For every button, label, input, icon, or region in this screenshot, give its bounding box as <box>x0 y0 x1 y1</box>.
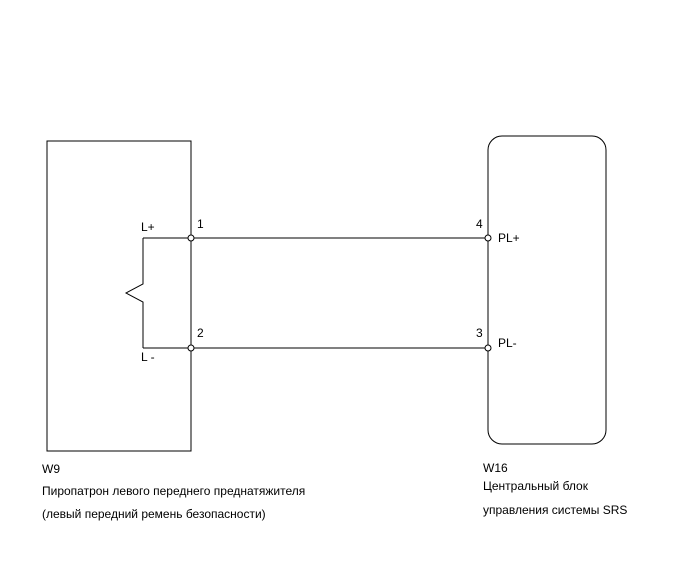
pin-number-2: 2 <box>197 326 204 340</box>
right-component-id: W16 <box>483 461 508 475</box>
right-pin-top-label: PL+ <box>498 231 520 245</box>
pin-2-connector <box>187 344 195 352</box>
pin-4-connector <box>484 234 492 242</box>
left-component-box <box>46 140 192 452</box>
pin-3-connector <box>484 344 492 352</box>
right-component-name-line1: Центральный блок <box>483 479 588 493</box>
right-pin-bottom-label: PL- <box>498 336 517 350</box>
right-component-box <box>487 135 607 445</box>
left-pin-top-label: L+ <box>141 220 155 234</box>
pin-number-3: 3 <box>476 326 483 340</box>
left-component-name-line1: Пиропатрон левого переднего преднатяжите… <box>42 484 306 498</box>
left-component-name-line2: (левый передний ремень безопасности) <box>42 507 266 521</box>
pin-number-1: 1 <box>197 217 204 231</box>
pin-1-connector <box>187 234 195 242</box>
left-component-id: W9 <box>42 462 60 476</box>
left-pin-bottom-label: L - <box>141 350 155 364</box>
squib-element <box>124 238 144 348</box>
right-component-name-line2: управления системы SRS <box>483 503 628 517</box>
pin-number-4: 4 <box>476 217 483 231</box>
